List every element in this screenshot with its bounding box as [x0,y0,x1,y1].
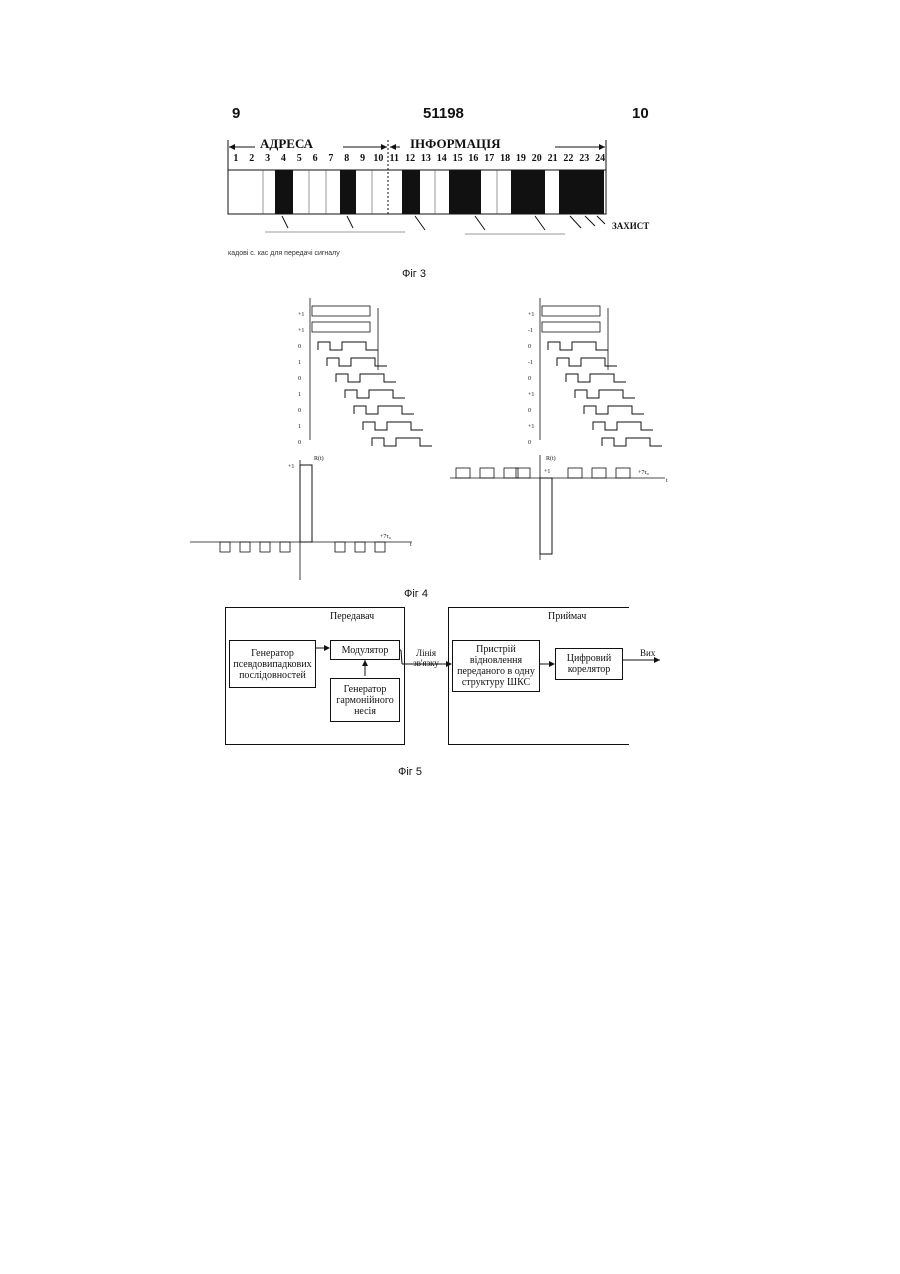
fig4-left-waveform [345,390,405,398]
fig4-left-code-box [312,306,370,316]
fig4-right-peak [540,478,552,554]
fig4-right-row-label: 0 [528,408,531,414]
fig3-cell-number: 10 [371,153,387,164]
fig4-right-waveform [575,390,635,398]
fig5-caption: Фіг 5 [398,766,422,778]
fig3-footnote: кадові с. кас для передачі сигналу [228,250,340,257]
fig4-left-row-label: +1 [298,328,304,334]
fig4-left-t-label: t [410,542,412,548]
fig4-right-row-label: +1 [528,424,534,430]
fig4-left-row-label: 0 [298,344,301,350]
fig4-left-waveform [336,374,396,382]
fig3-cell-number: 6 [307,153,323,164]
fig4-right-row-label: 0 [528,440,531,446]
fig3-caption: Фіг 3 [402,268,426,280]
fig4-right-t-label: t [666,478,668,484]
fig4-right-row-label: +1 [528,312,534,318]
fig4-right-sidelobe [480,468,494,478]
fig3-cell-number: 15 [450,153,466,164]
fig3-cell-number: 23 [576,153,592,164]
fig3-cell-number: 22 [561,153,577,164]
fig4-right-waveform [584,406,644,414]
fig3-cell-number: 13 [418,153,434,164]
fig3-cell-number: 24 [592,153,608,164]
fig4-right-row-label: -1 [528,360,533,366]
fig4-left-row-label: 0 [298,440,301,446]
fig4-left-waveform [354,406,414,414]
fig3-cell-number: 11 [386,153,402,164]
fig4-left-row-label: 0 [298,376,301,382]
fig4-left-waveform [363,422,423,430]
fig4-left-sidelobe [280,542,290,552]
fig3-cell-number: 14 [434,153,450,164]
fig3-cell-number: 9 [355,153,371,164]
fig4-right-row-label: +1 [528,392,534,398]
fig4-left-tail-label: +7τ₀ [380,534,391,540]
fig3-cell-number: 21 [545,153,561,164]
fig4-left-row-label: 1 [298,392,301,398]
fig4-right-row-label: 0 [528,344,531,350]
fig3-cell-number: 5 [291,153,307,164]
fig4-left-waveform [318,342,378,350]
fig4-right-sidelobe [592,468,606,478]
page-left-number: 9 [232,105,240,122]
fig4-right-waveform [548,342,608,350]
fig3-info-label: ІНФОРМАЦІЯ [410,136,501,152]
fig4-right-ylabel: R(t) [546,455,556,462]
fig5-connectors [220,600,670,750]
fig3-cell-number: 12 [402,153,418,164]
fig4-left-ylabel: R(t) [314,455,324,462]
fig4-left-sidelobe [355,542,365,552]
patent-number: 51198 [423,105,464,122]
fig4-left-peak-label: +1 [288,464,294,470]
fig3-cell-numbers: 123456789101112131415161718192021222324 [228,153,608,167]
fig3-cell-number: 1 [228,153,244,164]
fig4-right-waveform [602,438,662,446]
fig4-right-code-box [542,306,600,316]
fig4-right-waveform [566,374,626,382]
fig4-left-waveform [372,438,432,446]
fig4-left-sidelobe [240,542,250,552]
fig3-cell-number: 3 [260,153,276,164]
fig4-left-sidelobe [375,542,385,552]
fig4-right-waveform [593,422,653,430]
fig3-cell-number: 20 [529,153,545,164]
fig3-cell-number: 4 [276,153,292,164]
fig4-right-sidelobe [616,468,630,478]
page-right-number: 10 [632,105,649,122]
fig3-protect-label: ЗАХИСТ [612,221,649,231]
fig4-left-row-label: 1 [298,424,301,430]
fig4-right-row-label: 0 [528,376,531,382]
fig3-cell-number: 19 [513,153,529,164]
fig3-cell-number: 18 [497,153,513,164]
fig4-right-row-label: -1 [528,328,533,334]
fig4-waveforms: +1+10101010+1-10-10+10+10+1R(t)+7τ₀t+1R(… [190,290,700,590]
fig4-left-sidelobe [220,542,230,552]
fig4-right-sidelobe [456,468,470,478]
fig4-caption: Фіг 4 [404,588,428,600]
fig4-right-tail-label: +7τ₀ [638,470,649,476]
fig4-right-peak-label: +1 [544,469,550,475]
fig3-cell-number: 2 [244,153,260,164]
fig3-cell-number: 16 [466,153,482,164]
fig4-left-code-box [312,322,370,332]
fig4-left-sidelobe [260,542,270,552]
fig4-right-sidelobe [568,468,582,478]
fig4-left-row-label: +1 [298,312,304,318]
fig3-address-label: АДРЕСА [260,136,313,152]
fig4-left-row-label: 0 [298,408,301,414]
fig4-left-peak [300,465,312,542]
fig4-left-sidelobe [335,542,345,552]
fig4-right-code-box [542,322,600,332]
fig4-left-row-label: 1 [298,360,301,366]
fig3-cell-number: 17 [481,153,497,164]
fig3-cell-number: 7 [323,153,339,164]
fig3-cell-number: 8 [339,153,355,164]
